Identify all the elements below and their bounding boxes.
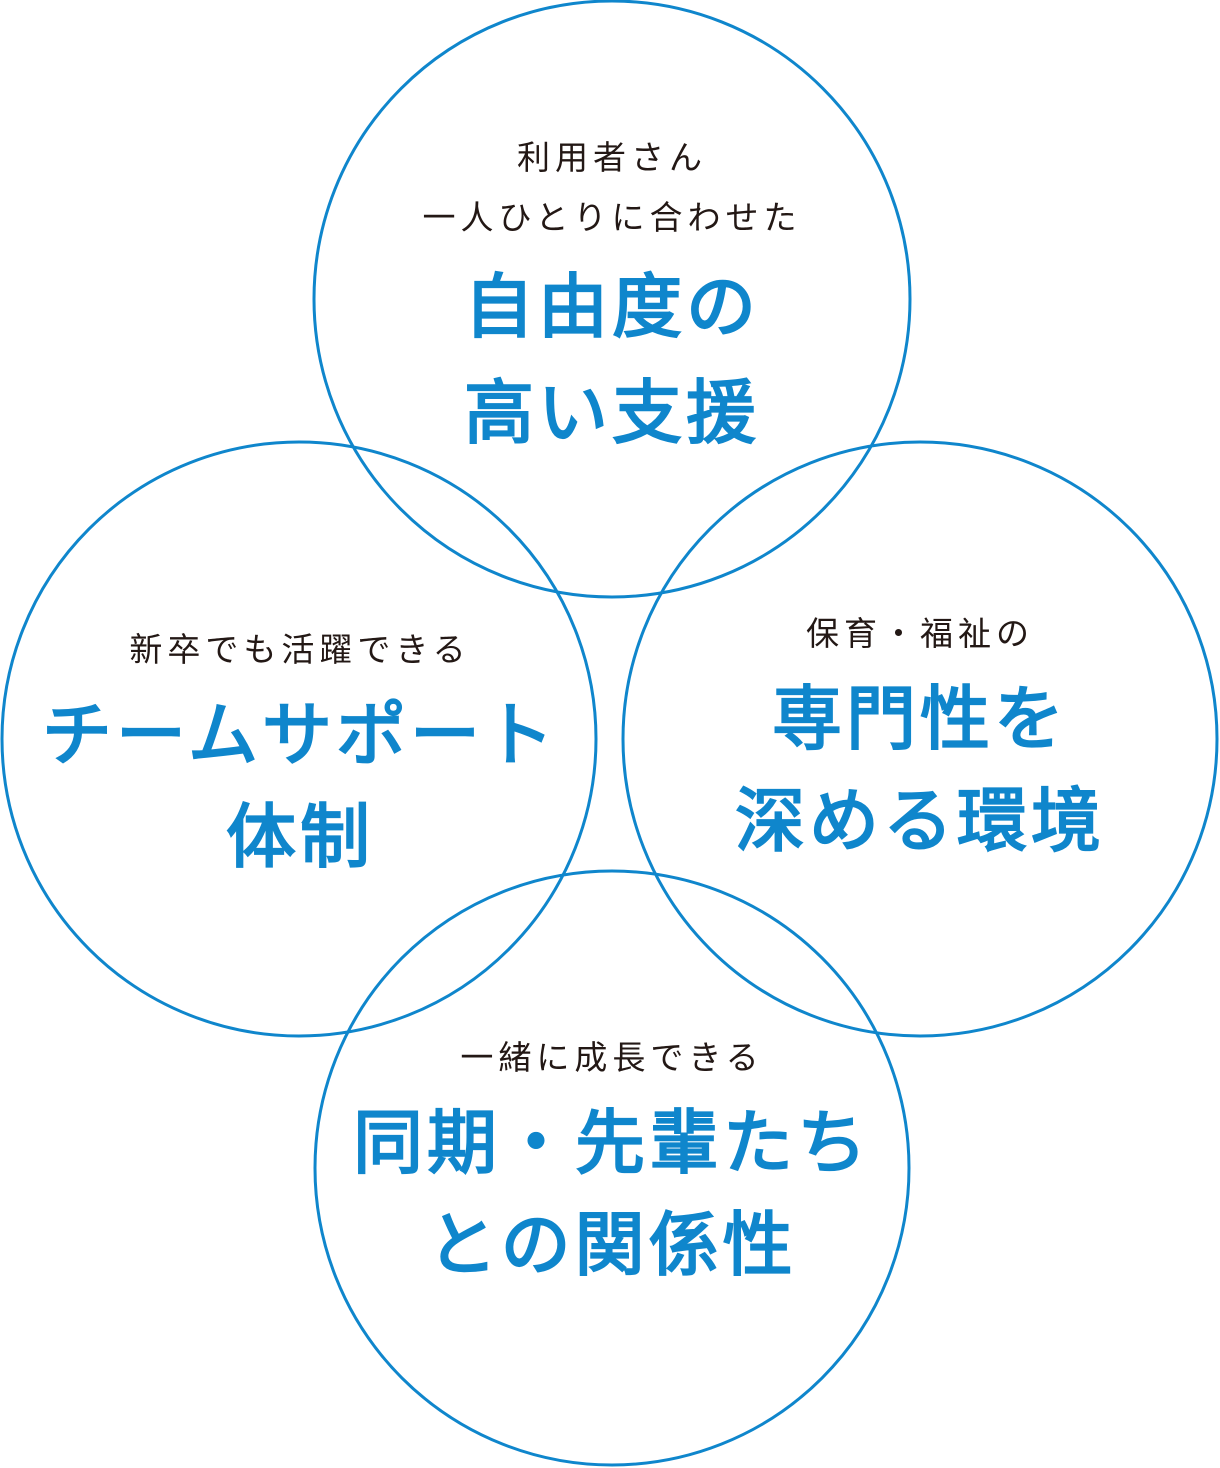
circle-left-text: 新卒でも活躍できる チームサポート 体制	[0, 620, 600, 884]
left-heading-line-2: 体制	[226, 795, 374, 878]
circle-right-text: 保育・福祉の 専門性を 深める環境	[620, 604, 1220, 868]
circle-bottom-text: 一緒に成長できる 同期・先輩たち との関係性	[312, 1028, 912, 1292]
top-heading-line-2: 高い支援	[464, 371, 760, 454]
right-subtitle-line-1: 保育・福祉の	[806, 614, 1034, 653]
top-subtitle-line-1: 利用者さん	[517, 138, 707, 177]
left-subtitle-line-1: 新卒でも活躍できる	[129, 630, 471, 669]
top-subtitle-line-2: 一人ひとりに合わせた	[422, 198, 802, 237]
bottom-subtitle-line-1: 一緒に成長できる	[460, 1038, 764, 1077]
circle-top	[312, 0, 912, 599]
right-heading-line-2: 深める環境	[735, 779, 1105, 862]
circle-top-text: 利用者さん 一人ひとりに合わせた 自由度の 高い支援	[312, 128, 912, 460]
left-heading-line-1: チームサポート	[42, 693, 558, 776]
circle-bottom	[313, 869, 911, 1467]
circle-left	[0, 440, 598, 1038]
bottom-heading-line-2: との関係性	[427, 1203, 797, 1286]
bottom-heading-line-1: 同期・先輩たち	[353, 1101, 871, 1184]
circle-right	[621, 440, 1219, 1038]
right-heading-line-1: 専門性を	[772, 677, 1068, 760]
top-heading-line-1: 自由度の	[464, 265, 760, 348]
